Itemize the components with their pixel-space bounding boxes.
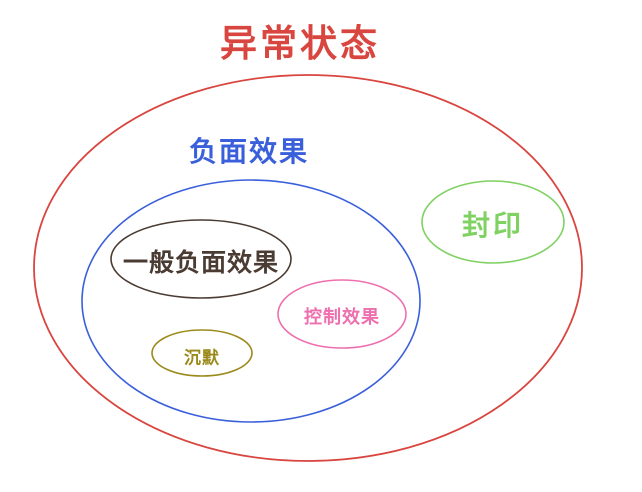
label-control_effect: 控制效果 bbox=[304, 307, 380, 327]
ellipse-seal bbox=[421, 180, 565, 264]
ellipse-abnormal_status bbox=[33, 74, 583, 462]
ellipse-general_negative_effect bbox=[110, 219, 292, 299]
label-negative_effect: 负面效果 bbox=[188, 137, 310, 168]
ellipse-negative_effect bbox=[81, 179, 421, 423]
label-general_negative_effect: 一般负面效果 bbox=[122, 250, 280, 277]
page-title: 异常状态 bbox=[220, 24, 380, 65]
ellipse-control_effect bbox=[277, 279, 407, 349]
label-silence: 沉默 bbox=[184, 348, 220, 368]
ellipse-silence bbox=[151, 329, 253, 377]
label-seal: 封印 bbox=[461, 211, 525, 242]
